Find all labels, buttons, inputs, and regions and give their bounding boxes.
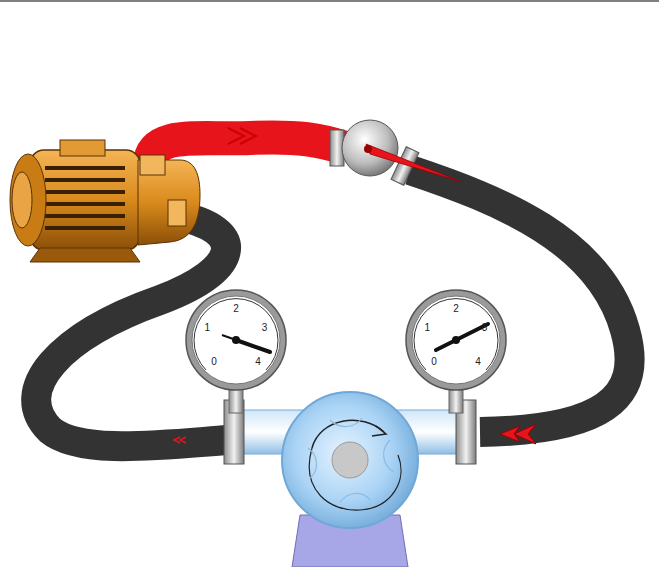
dial-number: 1 [425,323,431,333]
motor-pump [10,140,200,262]
dial-number: 4 [255,357,261,367]
top-rule [0,1,659,2]
dial-number: 2 [233,304,239,314]
dial-number: 2 [453,304,459,314]
dial-number: 1 [205,323,211,333]
flow-arrow [228,128,256,144]
dial-number: 4 [475,357,481,367]
dial-number: 0 [211,357,217,367]
dial-number: 3 [482,323,488,333]
pump-casing [282,392,418,528]
pressure-gauge [186,290,286,390]
dial-number: 0 [431,357,437,367]
return-hose [410,170,630,432]
dial-number: 3 [262,323,268,333]
flow-meter [330,120,462,185]
flow-arrow [174,437,186,443]
flow-arrow [500,424,536,444]
pressure-gauge [406,290,506,390]
